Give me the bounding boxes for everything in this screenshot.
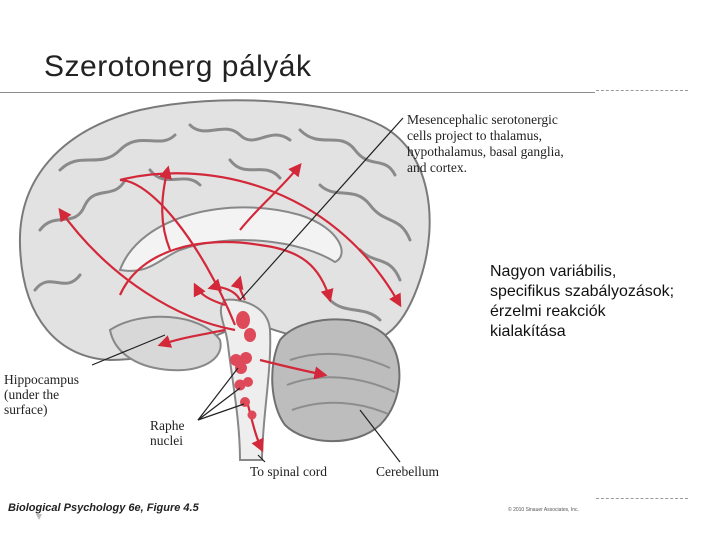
spinal-cord-label: To spinal cord <box>250 464 327 479</box>
side-note-line-2: specifikus szabályozások; <box>490 283 675 300</box>
raphe-leader-3 <box>197 403 245 421</box>
pathway-to-hypothalamus <box>193 282 226 307</box>
side-note-line-1: Nagyon variábilis, <box>490 263 617 280</box>
pathway-to-spinal-cord <box>246 404 264 453</box>
corpus-callosum <box>118 206 343 272</box>
spinal-leader <box>257 454 266 463</box>
callout-line-3: hypothalamus, basal ganglia, <box>407 144 564 159</box>
hippocampus-line-3: surface) <box>4 402 47 417</box>
raphe-leader-1 <box>197 367 239 421</box>
callout-line-1: Mesencephalic serotonergic <box>407 112 558 127</box>
cerebellum-leader <box>359 409 401 463</box>
callout-leader <box>239 117 404 301</box>
dashed-divider-bottom <box>596 498 688 499</box>
callout-line-4: and cortex. <box>407 160 467 175</box>
dashed-divider-top <box>596 90 688 91</box>
side-note-line-4: kialakítása <box>490 323 566 340</box>
hippocampus-line-1: Hippocampus <box>4 372 79 387</box>
cerebellum <box>271 318 401 443</box>
figure-caption: Biological Psychology 6e, Figure 4.5 <box>8 502 199 514</box>
leader-lines <box>91 117 404 463</box>
copyright-notice: © 2010 Sinauer Associates, Inc. <box>508 507 579 513</box>
raphe-line-2: nuclei <box>150 433 183 448</box>
pathway-to-hippocampus <box>157 328 226 348</box>
hippocampus-leader <box>91 334 166 366</box>
pathway-to-superior-cortex-1 <box>159 165 172 251</box>
slide-title: Szerotonerg pályák <box>44 50 312 83</box>
serotonin-pathways-diagram: Mesencephalic serotonergic cells project… <box>4 99 567 479</box>
hippocampus-label: Hippocampus (under the surface) <box>4 372 82 417</box>
callout-text: Mesencephalic serotonergic cells project… <box>407 112 567 175</box>
side-note-line-3: érzelmi reakciók <box>490 303 606 320</box>
pathway-to-basal-ganglia <box>207 278 241 301</box>
pathway-arrows <box>58 162 402 453</box>
cerebellar-folia <box>286 352 396 415</box>
pathway-to-superior-cortex-2 <box>239 162 302 231</box>
cerebellum-label: Cerebellum <box>376 464 439 479</box>
raphe-label: Raphe nuclei <box>150 418 188 448</box>
hippocampus-line-2: (under the <box>4 387 59 402</box>
raphe-leader-2 <box>197 387 241 421</box>
corner-mark <box>36 514 42 520</box>
title-divider <box>0 92 595 93</box>
pathway-to-cerebellum <box>259 358 328 380</box>
pathway-to-thalamus <box>230 275 246 301</box>
pathway-cingulate <box>118 240 334 303</box>
callout-line-2: cells project to thalamus, <box>407 128 542 143</box>
raphe-line-1: Raphe <box>150 418 185 433</box>
pathway-to-frontal-cortex <box>58 207 236 332</box>
side-note: Nagyon variábilis, specifikus szabályozá… <box>490 262 720 342</box>
